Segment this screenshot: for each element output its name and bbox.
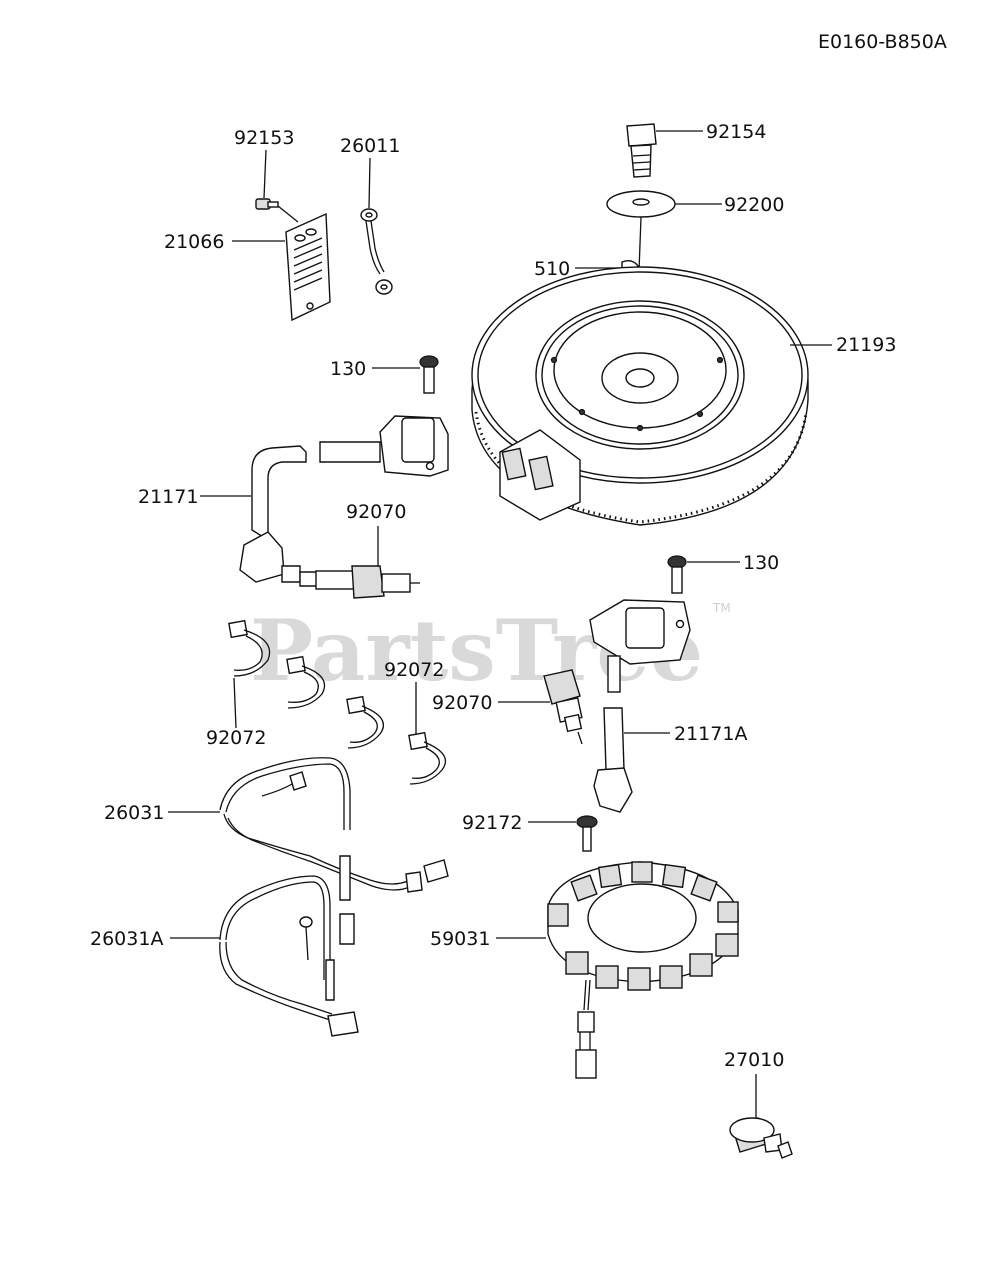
label-92070-lower[interactable]: 92070 <box>432 692 492 714</box>
part-26031-harness[interactable] <box>168 757 449 945</box>
label-92200[interactable]: 92200 <box>724 194 784 216</box>
label-27010[interactable]: 27010 <box>724 1049 784 1071</box>
part-92172-screw[interactable] <box>528 815 598 852</box>
part-21066-bracket[interactable] <box>232 212 331 322</box>
label-92070-upper[interactable]: 92070 <box>346 501 406 523</box>
label-92072-right[interactable]: 92072 <box>384 659 444 681</box>
label-26031[interactable]: 26031 <box>104 802 164 824</box>
label-92172[interactable]: 92172 <box>462 812 522 834</box>
part-26031A-harness[interactable] <box>170 875 359 1037</box>
part-130-bolt-upper[interactable] <box>372 355 439 394</box>
label-26011[interactable]: 26011 <box>340 135 400 157</box>
part-21171A-ignition-coil[interactable] <box>589 599 691 813</box>
label-26031A[interactable]: 26031A <box>90 928 163 950</box>
label-21171A[interactable]: 21171A <box>674 723 747 745</box>
watermark-tm: TM <box>712 601 731 615</box>
part-59031-stator[interactable] <box>496 861 739 1079</box>
part-27010-pressure-switch[interactable] <box>729 1074 793 1159</box>
label-21171[interactable]: 21171 <box>138 486 198 508</box>
part-92070-spark-plug-lower[interactable] <box>498 669 583 745</box>
part-21193-flywheel[interactable] <box>471 266 832 526</box>
part-92070-spark-plug-upper[interactable] <box>299 526 420 599</box>
label-510[interactable]: 510 <box>534 258 570 280</box>
label-92154[interactable]: 92154 <box>706 121 766 143</box>
part-130-bolt-lower[interactable] <box>667 555 740 594</box>
part-21171-ignition-coil[interactable] <box>200 415 449 583</box>
label-21193[interactable]: 21193 <box>836 334 896 356</box>
label-92153[interactable]: 92153 <box>234 127 294 149</box>
part-26011-ground-wire[interactable] <box>360 157 393 295</box>
label-59031[interactable]: 59031 <box>430 928 490 950</box>
part-92153-bolt[interactable] <box>255 149 299 223</box>
label-130-lower[interactable]: 130 <box>743 552 779 574</box>
part-92072-clamps[interactable] <box>228 619 447 785</box>
label-92072-left[interactable]: 92072 <box>206 727 266 749</box>
label-130-upper[interactable]: 130 <box>330 358 366 380</box>
diagram-code: E0160-B850A <box>818 31 947 53</box>
part-92154-bolt[interactable] <box>626 123 703 178</box>
label-21066[interactable]: 21066 <box>164 231 224 253</box>
